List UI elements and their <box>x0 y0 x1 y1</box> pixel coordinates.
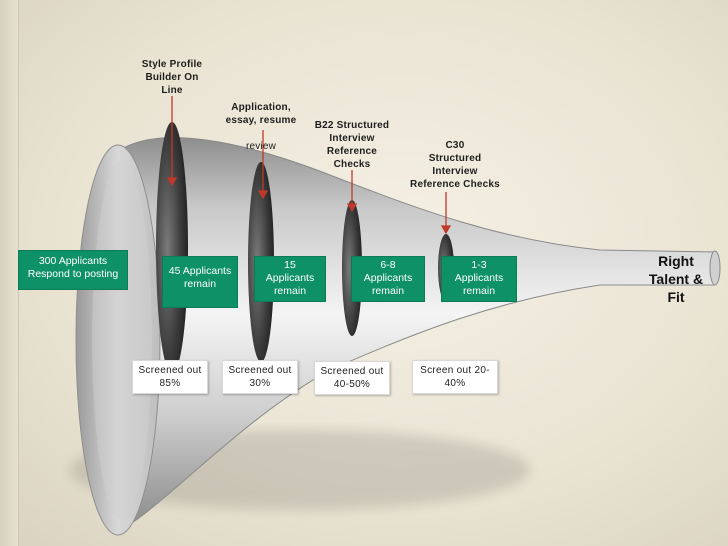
label-application-normal: review <box>245 141 277 152</box>
funnel-spout-end <box>709 250 721 286</box>
box-stage1-applicants: 45 Applicants remain <box>162 256 238 308</box>
funnel-ring-1 <box>156 122 188 374</box>
box-stage3-screened: Screened out 40-50% <box>314 361 390 395</box>
label-application-bold: Application, essay, resume <box>225 102 297 126</box>
box-stage1-screened: Screened out 85% <box>132 360 208 394</box>
outcome-line-3: Fit <box>667 289 685 305</box>
outcome-line-1: Right <box>658 253 694 269</box>
box-stage4-screened: Screen out 20- 40% <box>412 360 498 394</box>
box-stage2-screened: Screened out 30% <box>222 360 298 394</box>
box-stage3-applicants: 6-8 Applicants remain <box>351 256 425 302</box>
box-stage4-applicants: 1-3 Applicants remain <box>441 256 517 302</box>
outcome-line-2: Talent & <box>648 271 704 287</box>
label-c30: C30 Structured Interview Reference Check… <box>410 140 500 190</box>
box-start-applicants: 300 Applicants Respond to posting <box>18 250 128 290</box>
box-stage2-applicants: 15 Applicants remain <box>254 256 326 302</box>
label-application: Application, essay, resume review <box>214 88 308 153</box>
outcome-label: Right Talent & Fit <box>638 252 714 306</box>
label-style-profile: Style Profile Builder On Line <box>141 59 203 96</box>
label-b22: B22 Structured Interview Reference Check… <box>314 120 390 170</box>
